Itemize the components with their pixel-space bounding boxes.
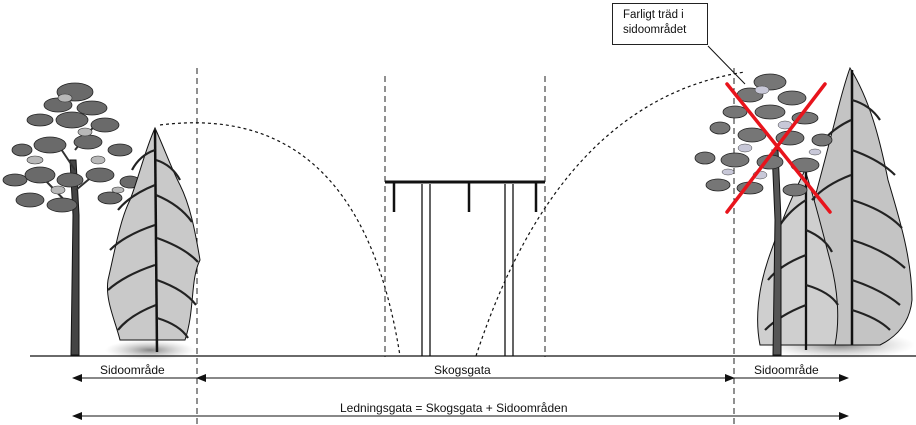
callout-line-1: Farligt träd i: [623, 9, 684, 21]
hazard-tree-callout: Farligt träd i sidoområdet: [612, 3, 708, 45]
power-line-tower-icon: [385, 180, 545, 356]
left-tree-shadow: [105, 340, 195, 360]
tree-fall-arcs: [159, 71, 746, 357]
zone-boundary-lines: [196, 68, 735, 425]
left-pine-tree-icon: [2, 82, 141, 356]
total-corridor-label: Ledningsgata = Skogsgata + Sidoområden: [337, 401, 571, 415]
callout-pointer: [707, 45, 746, 85]
dimension-arrows: [72, 374, 849, 420]
callout-line-2: sidoområdet: [623, 24, 687, 36]
forest-corridor-label: Skogsgata: [432, 363, 493, 377]
red-cross-icon: [725, 82, 832, 214]
right-side-zone-label: Sidoområde: [752, 363, 821, 377]
left-side-zone-label: Sidoområde: [98, 363, 167, 377]
left-spruce-tree-icon: [106, 126, 201, 353]
